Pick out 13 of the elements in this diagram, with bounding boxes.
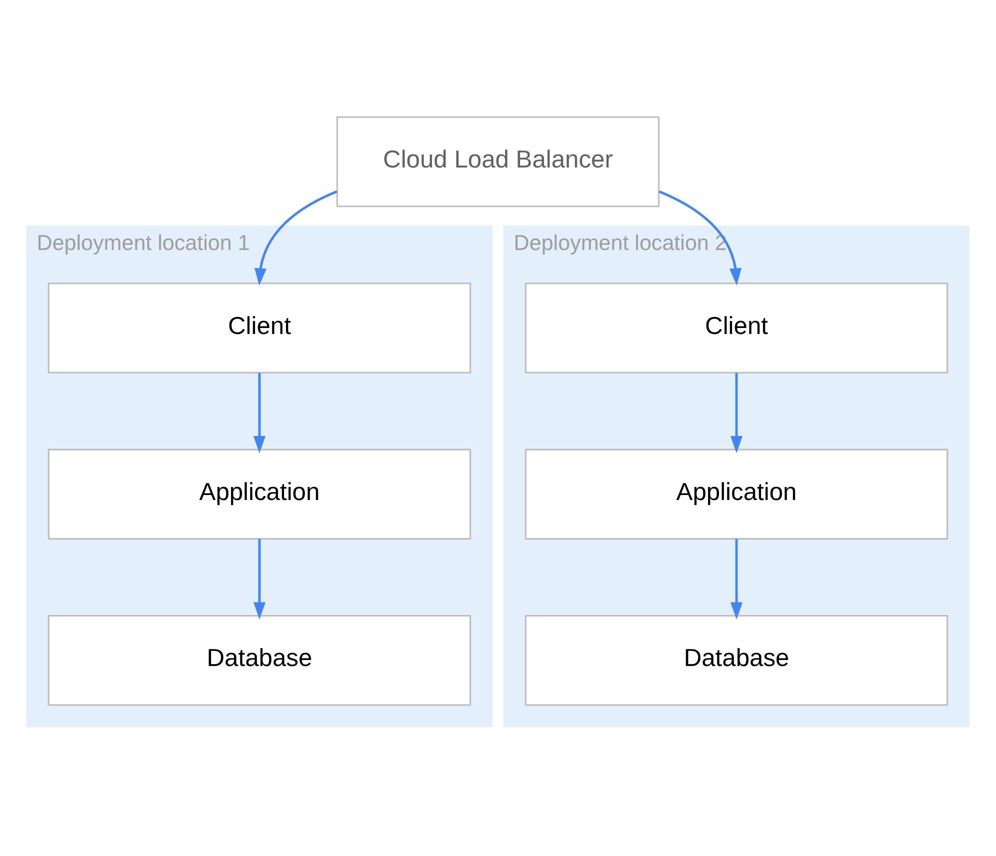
node-box: Application [48, 448, 472, 540]
node-box: Application [524, 448, 948, 540]
arrow [253, 372, 266, 454]
arrow [253, 539, 266, 620]
arrow [254, 190, 338, 286]
node-box: Database [524, 614, 948, 706]
arrow [730, 539, 743, 620]
node-box: Client [48, 282, 472, 374]
node-box: Cloud Load Balancer [336, 116, 660, 208]
arrow [658, 190, 742, 286]
node-box: Client [524, 282, 948, 374]
arrow [730, 372, 743, 454]
node-box: Database [48, 614, 472, 706]
